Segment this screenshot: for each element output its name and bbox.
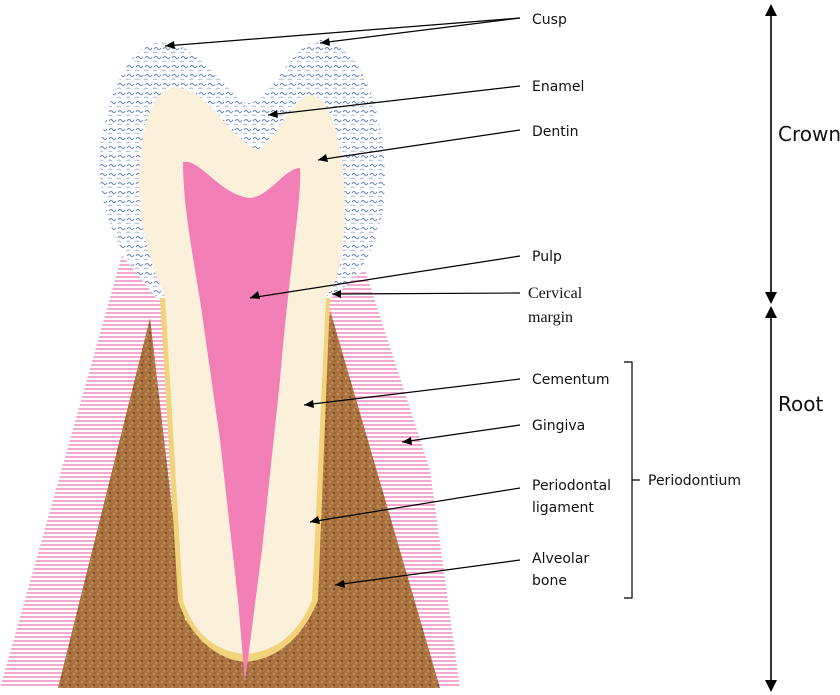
label-cervical-margin-line1: Cervical	[528, 285, 583, 302]
label-periodontium: Periodontium	[648, 473, 741, 489]
label-periodontal-ligament-line2: ligament	[532, 500, 594, 516]
leader-gingiva	[402, 425, 520, 442]
label-cervical-margin-line2: margin	[528, 309, 573, 326]
leader-cusp-right	[320, 18, 520, 43]
root-arrow-top	[765, 306, 777, 318]
dimension-arrows	[765, 4, 777, 692]
label-gingiva: Gingiva	[532, 418, 585, 434]
label-cementum: Cementum	[532, 372, 610, 388]
label-enamel: Enamel	[532, 79, 584, 95]
crown-arrow-bottom	[765, 292, 777, 304]
label-root: Root	[778, 392, 823, 416]
label-dentin: Dentin	[532, 124, 579, 140]
label-crown: Crown	[778, 122, 840, 146]
label-periodontal-ligament-line1: Periodontal	[532, 478, 611, 494]
crown-arrow-top	[765, 4, 777, 16]
root-arrow-bottom	[765, 680, 777, 692]
label-cusp: Cusp	[532, 12, 567, 28]
label-alveolar-bone-line2: bone	[532, 573, 567, 589]
leader-cusp-left	[165, 18, 520, 46]
periodontium-bracket	[624, 362, 640, 598]
label-pulp: Pulp	[532, 249, 562, 265]
label-alveolar-bone-line1: Alveolar	[532, 551, 589, 567]
